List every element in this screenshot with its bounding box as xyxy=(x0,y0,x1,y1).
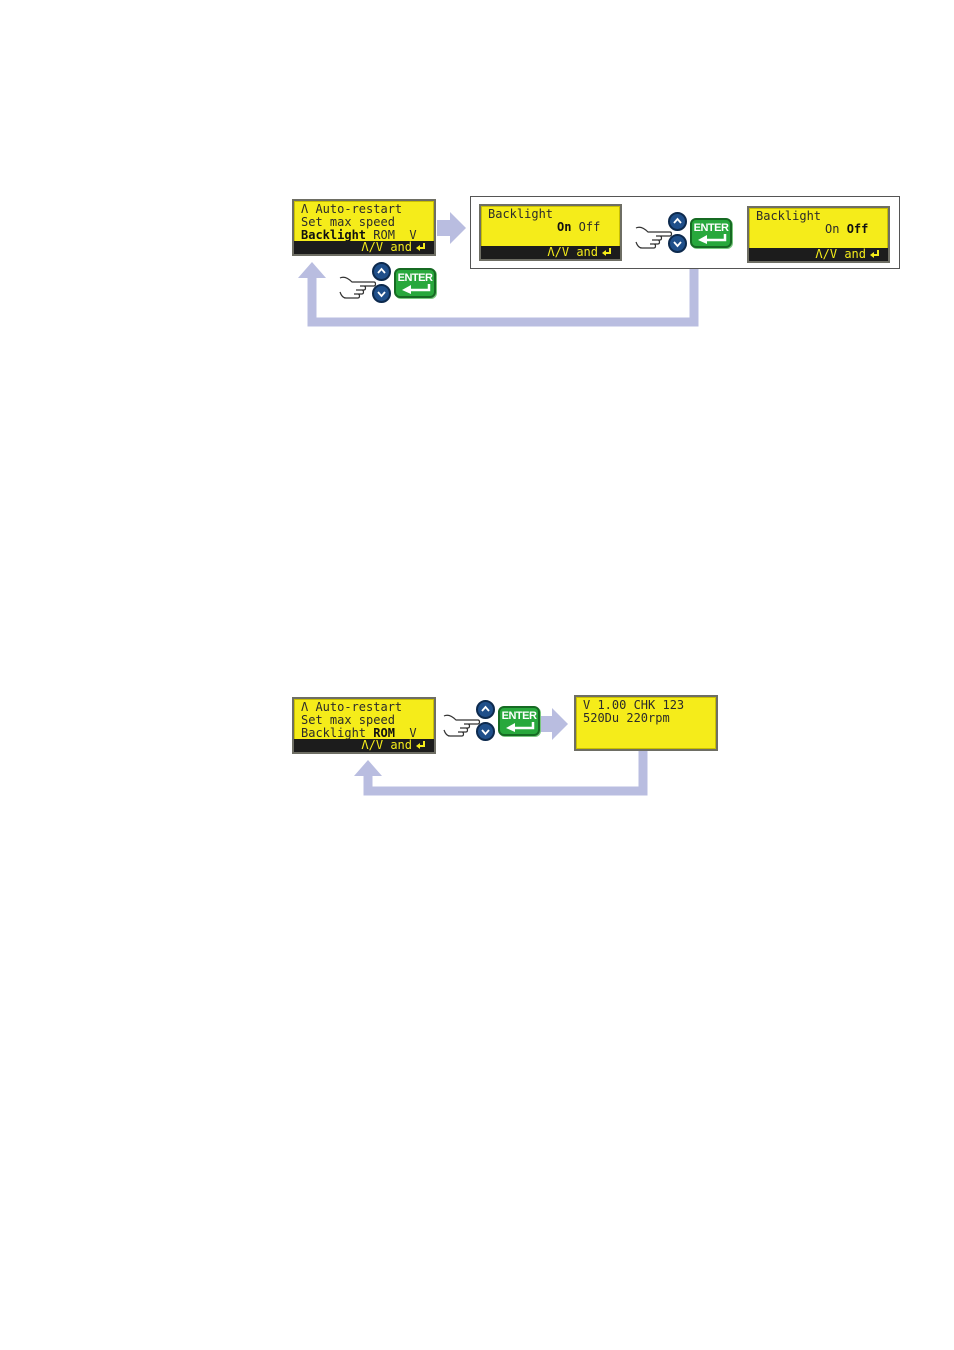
enter-arrow-icon xyxy=(506,722,535,732)
bottom-right-arrow xyxy=(538,708,568,740)
menu-line-auto-restart: Λ Auto-restart xyxy=(301,202,403,216)
backlight-on-option: On xyxy=(557,220,572,234)
enter-button[interactable]: ENTER xyxy=(690,218,732,248)
bottom-return-loop xyxy=(363,750,648,796)
enter-arrow-icon xyxy=(402,284,431,294)
menu-backlight-label: Backlight xyxy=(301,726,374,740)
down-button[interactable] xyxy=(668,234,687,253)
menu-backlight-label: Backlight xyxy=(301,228,367,242)
menu-scroll-down-indicator: V xyxy=(394,726,417,740)
enter-return-icon xyxy=(602,248,611,256)
menu-line-backlight: Backlight ROM V xyxy=(301,727,417,740)
enter-return-icon xyxy=(870,250,879,258)
menu-rom-label: ROM V xyxy=(366,228,417,242)
backlight-hint-bar: Λ/V and xyxy=(749,248,888,261)
rom-info-lcd-screen: V 1.00 CHK 123 520Du 220rpm xyxy=(574,695,718,751)
enter-button-label: ENTER xyxy=(501,710,537,722)
menu-line-auto-restart: Λ Auto-restart xyxy=(301,700,403,714)
chevron-up-icon xyxy=(481,705,490,712)
top-return-arrowhead xyxy=(298,262,326,278)
chevron-up-icon xyxy=(673,217,682,224)
menu-line-set-max-speed: Set max speed xyxy=(301,713,395,727)
menu-line-backlight: Backlight ROM V xyxy=(301,229,417,242)
bottom-return-arrowhead xyxy=(354,760,382,776)
up-button[interactable] xyxy=(668,212,687,231)
pointing-hand-icon xyxy=(635,226,673,249)
pointing-hand-icon xyxy=(339,276,377,299)
menu-lcd-screen: Λ Auto-restart Set max speed Backlight R… xyxy=(292,697,436,754)
backlight-on-off-row: On Off xyxy=(557,221,600,234)
backlight-off-option: Off xyxy=(571,220,601,234)
down-button[interactable] xyxy=(372,284,391,303)
chevron-down-icon xyxy=(481,729,490,736)
enter-arrow-icon xyxy=(698,234,727,244)
up-button[interactable] xyxy=(476,700,495,719)
enter-return-icon xyxy=(416,243,425,251)
menu-rom-label: ROM xyxy=(373,726,395,740)
pointing-hand-icon xyxy=(443,714,481,737)
top-return-loop xyxy=(307,268,699,327)
enter-button[interactable]: ENTER xyxy=(394,268,436,298)
backlight-hint-bar: Λ/V and xyxy=(481,246,620,259)
chevron-down-icon xyxy=(673,241,682,248)
rom-model-line: 520Du 220rpm xyxy=(583,711,670,725)
chevron-up-icon xyxy=(377,267,386,274)
backlight-on-lcd-screen: Backlight On Off Λ/V and xyxy=(479,204,622,261)
enter-button-label: ENTER xyxy=(693,222,729,234)
backlight-off-lcd-screen: Backlight On Off Λ/V and xyxy=(747,206,890,263)
backlight-off-option: Off xyxy=(846,222,869,236)
enter-button[interactable]: ENTER xyxy=(498,706,540,736)
menu-line-set-max-speed: Set max speed xyxy=(301,215,395,229)
top-flow-arrows xyxy=(298,212,699,327)
bottom-flow-arrows xyxy=(354,708,648,796)
chevron-down-icon xyxy=(377,291,386,298)
backlight-title: Backlight xyxy=(756,209,822,223)
rom-version-line: V 1.00 CHK 123 xyxy=(583,698,685,712)
top-right-arrow xyxy=(437,212,466,244)
menu-lcd-screen: Λ Auto-restart Set max speed Backlight R… xyxy=(292,199,436,256)
backlight-on-off-row: On Off xyxy=(825,223,868,236)
menu-hint-bar: Λ/V and xyxy=(294,739,434,752)
enter-return-icon xyxy=(416,741,425,749)
backlight-on-option: On xyxy=(825,222,847,236)
down-button[interactable] xyxy=(476,722,495,741)
up-button[interactable] xyxy=(372,262,391,281)
backlight-title: Backlight xyxy=(488,207,554,221)
enter-button-label: ENTER xyxy=(397,272,433,284)
menu-hint-bar: Λ/V and xyxy=(294,241,434,254)
backlight-options-frame xyxy=(470,196,900,269)
